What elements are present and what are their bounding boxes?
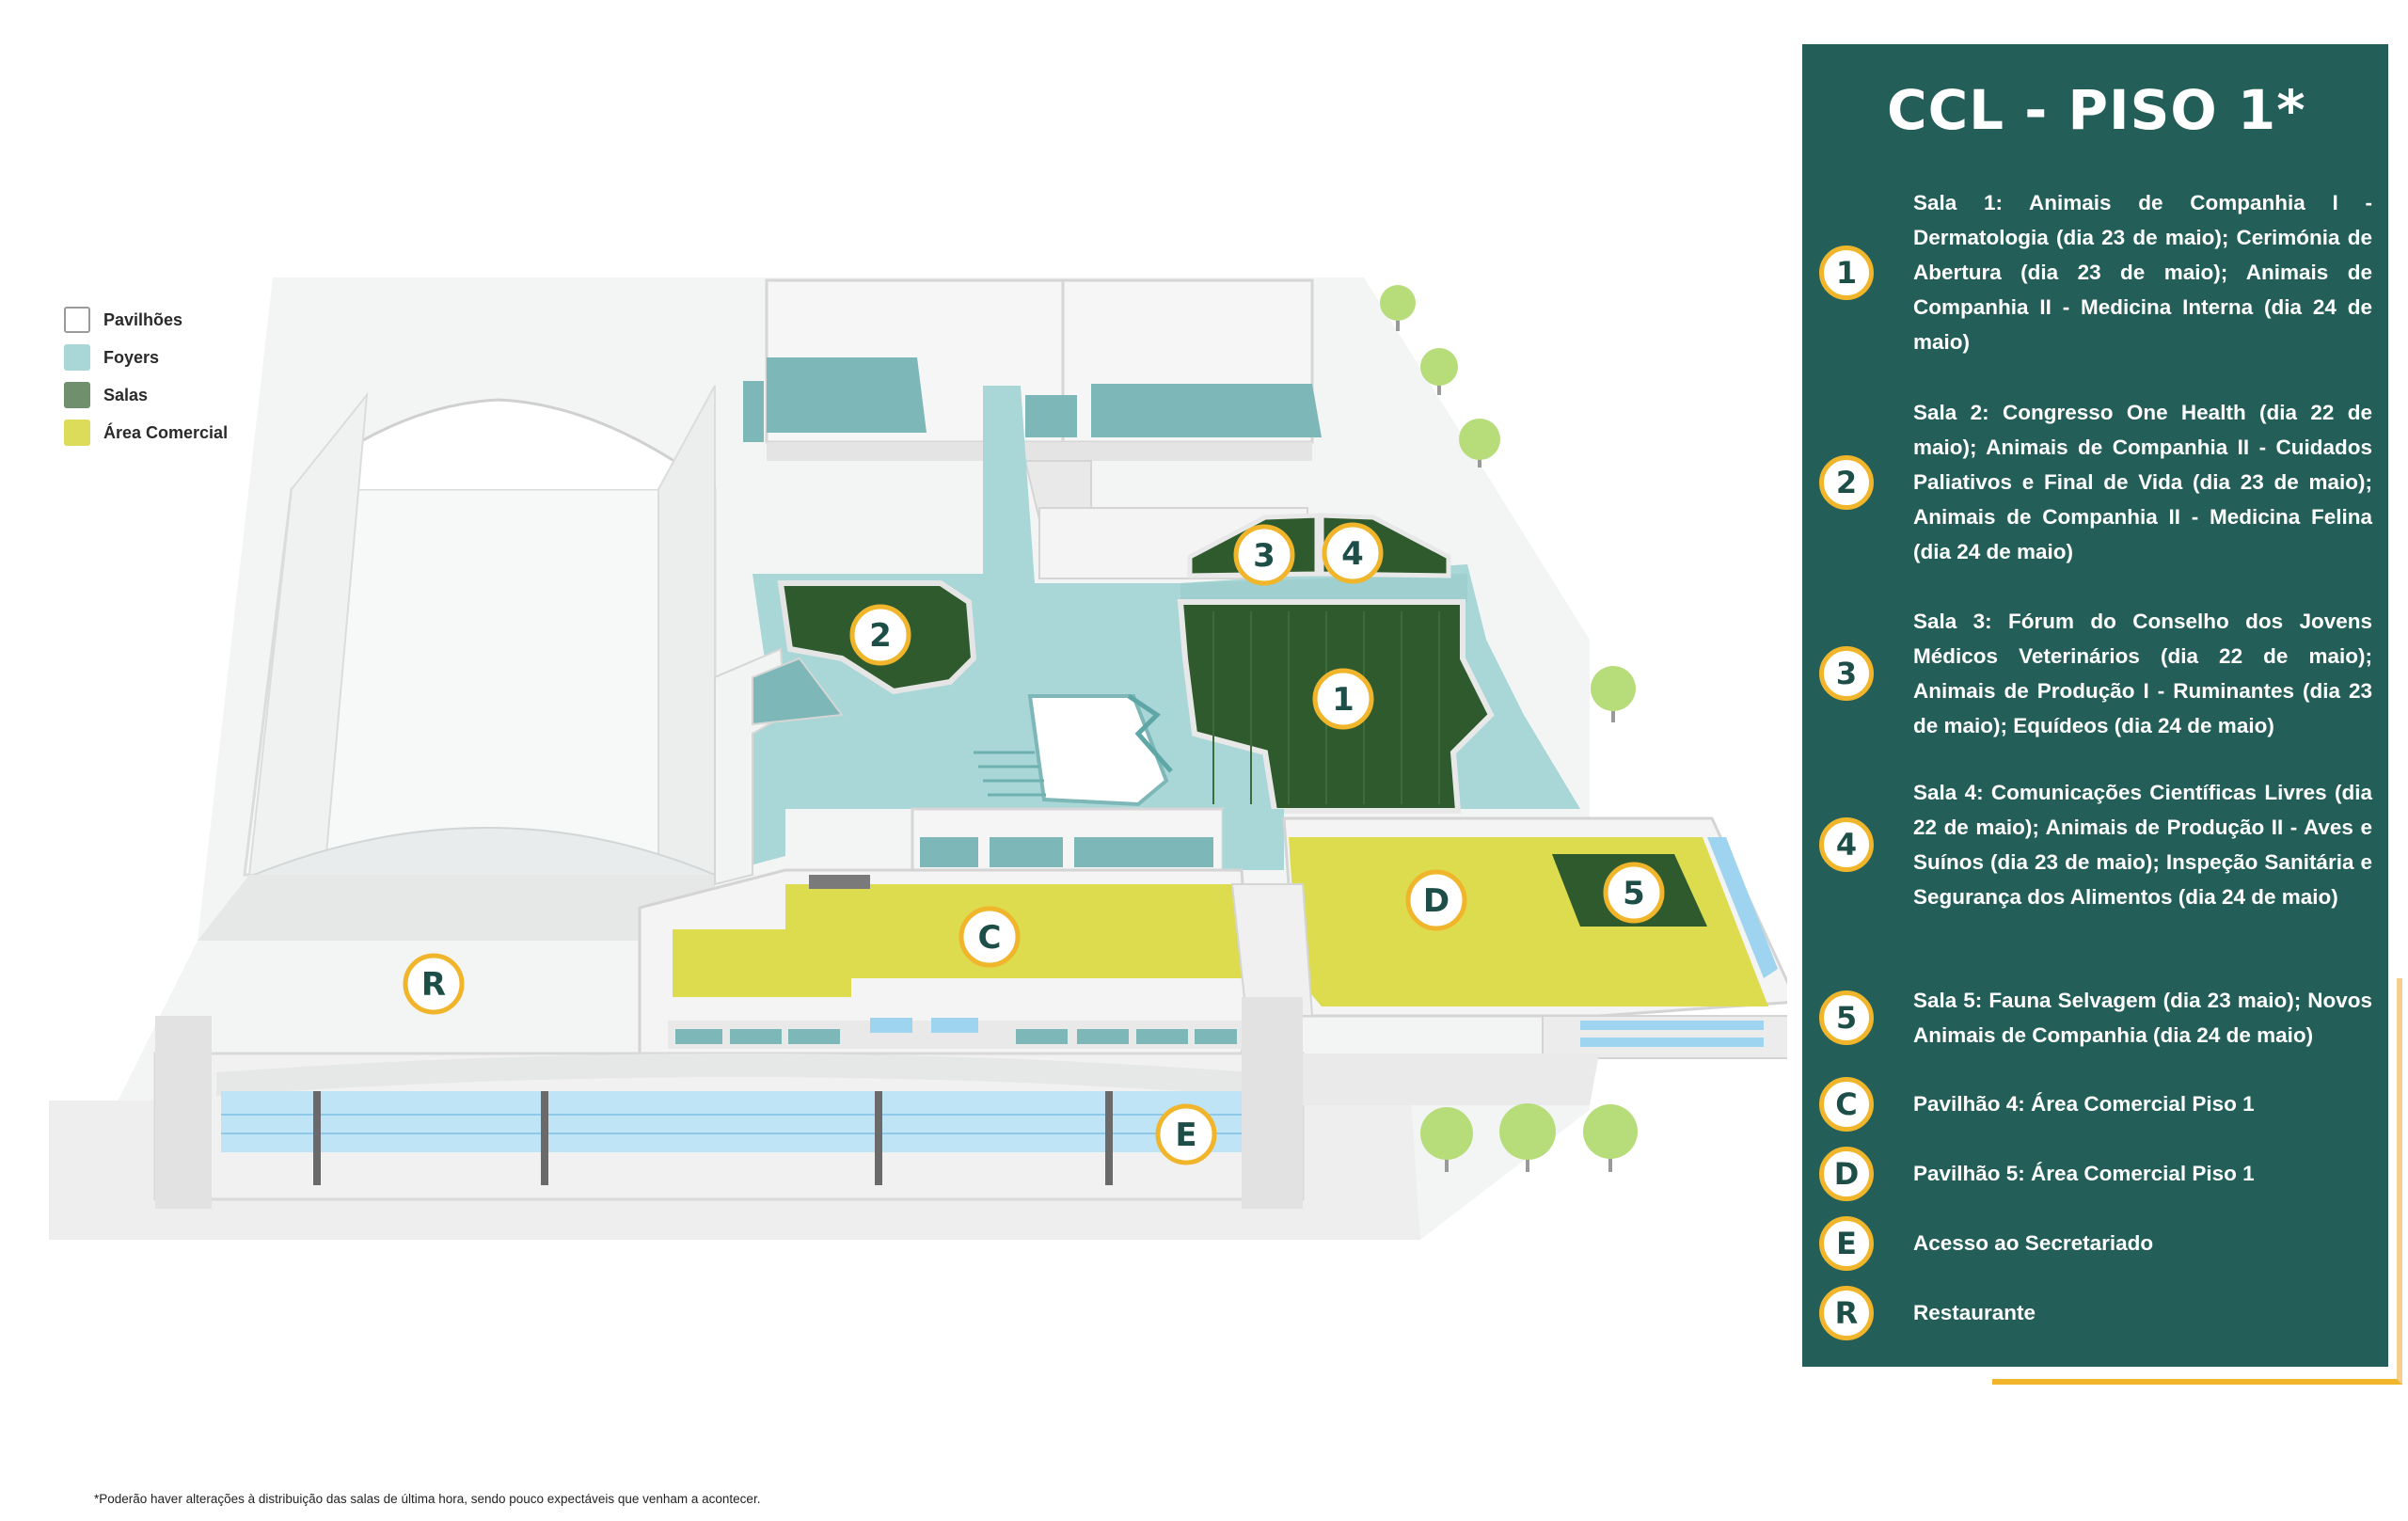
entry-marker: E <box>1819 1216 1874 1271</box>
pavilion-4 <box>638 868 1253 1055</box>
legend-entry-sala-4: 4 Sala 4: Comunicações Científicas Livre… <box>1819 775 2372 914</box>
tree <box>1583 1104 1638 1172</box>
courtyard <box>974 693 1173 807</box>
front-gallery <box>153 997 1599 1209</box>
legend-swatch <box>64 344 90 371</box>
marker-d-label: D <box>1423 882 1450 920</box>
entry-text: Sala 2: Congresso One Health (dia 22 de … <box>1913 401 2372 563</box>
marker-e-label: E <box>1175 1117 1196 1154</box>
legend-swatch <box>64 382 90 408</box>
legend-item-salas: Salas <box>64 376 228 414</box>
legend-label: Área Comercial <box>103 422 229 442</box>
legend-entry-pavilhao-5: D Pavilhão 5: Área Comercial Piso 1 <box>1819 1147 2372 1201</box>
marker-c-label: C <box>978 919 1002 957</box>
tree <box>1591 666 1636 722</box>
marker-1-label: 1 <box>1332 681 1354 719</box>
marker-4-label: 4 <box>1341 535 1364 573</box>
legend-item-area-comercial: Área Comercial <box>64 414 228 452</box>
legend-label: Salas <box>103 385 149 404</box>
pavilion-left <box>198 385 717 941</box>
entry-text: Restaurante <box>1913 1301 2036 1324</box>
marker-2-label: 2 <box>869 617 892 655</box>
entry-text: Pavilhão 5: Área Comercial Piso 1 <box>1913 1162 2255 1185</box>
marker-4[interactable]: 4 <box>1322 522 1384 584</box>
marker-e[interactable]: E <box>1155 1103 1217 1165</box>
entry-marker: 4 <box>1819 817 1874 872</box>
legend-item-pavilhoes: Pavilhões <box>64 301 228 339</box>
legend-entry-sala-2: 2 Sala 2: Congresso One Health (dia 22 d… <box>1819 395 2372 569</box>
floor-map: 1 2 3 4 5 C D E R <box>49 277 1787 1240</box>
connector-block <box>1230 883 1314 1017</box>
entry-text: Sala 5: Fauna Selvagem (dia 23 maio); No… <box>1913 989 2372 1047</box>
wall-block-sala2-foyer <box>752 657 844 726</box>
entry-marker: R <box>1819 1286 1874 1340</box>
marker-r-label: R <box>421 966 446 1004</box>
entry-marker: 1 <box>1819 245 1874 300</box>
entry-text: Acesso ao Secretariado <box>1913 1231 2154 1255</box>
marker-1[interactable]: 1 <box>1312 668 1374 730</box>
legend-entry-pavilhao-4: C Pavilhão 4: Área Comercial Piso 1 <box>1819 1077 2372 1132</box>
legend-label: Foyers <box>103 347 160 367</box>
tree <box>1459 419 1500 467</box>
legend-entry-sala-1: 1 Sala 1: Animais de Companhia I - Derma… <box>1819 185 2372 359</box>
marker-c[interactable]: C <box>958 906 1021 968</box>
legend-label: Pavilhões <box>103 309 183 329</box>
entry-marker: D <box>1819 1147 1874 1201</box>
legend-item-foyers: Foyers <box>64 339 228 376</box>
lower-rooms-row <box>911 807 1284 872</box>
footnote: *Poderão haver alterações à distribuição… <box>94 1492 761 1506</box>
legend-swatch <box>64 307 90 333</box>
tree <box>1420 1107 1473 1172</box>
panel-title: CCL - PISO 1* <box>1887 78 2306 142</box>
marker-3-label: 3 <box>1253 537 1275 575</box>
entry-text: Sala 3: Fórum do Conselho dos Jovens Méd… <box>1913 610 2372 737</box>
legend-entry-sala-3: 3 Sala 3: Fórum do Conselho dos Jovens M… <box>1819 604 2372 743</box>
legend-swatch <box>64 420 90 446</box>
legend-entry-secretariado: E Acesso ao Secretariado <box>1819 1216 2372 1271</box>
entry-text: Pavilhão 4: Área Comercial Piso 1 <box>1913 1092 2255 1116</box>
tree <box>1380 285 1416 331</box>
info-panel: CCL - PISO 1* 1 Sala 1: Animais de Compa… <box>1802 44 2388 1367</box>
trees <box>1380 285 1638 1172</box>
tree <box>1420 348 1458 395</box>
legend-entry-sala-5: 5 Sala 5: Fauna Selvagem (dia 23 maio); … <box>1819 983 2372 1053</box>
marker-5[interactable]: 5 <box>1603 862 1665 924</box>
entry-marker: 5 <box>1819 990 1874 1045</box>
legend-entry-restaurante: R Restaurante <box>1819 1286 2372 1340</box>
marker-5-label: 5 <box>1623 875 1645 912</box>
marker-2[interactable]: 2 <box>849 604 911 666</box>
entry-marker: 3 <box>1819 646 1874 701</box>
entry-marker: C <box>1819 1077 1874 1132</box>
entry-text: Sala 1: Animais de Companhia I - Dermato… <box>1913 191 2372 354</box>
marker-r[interactable]: R <box>403 953 465 1015</box>
marker-3[interactable]: 3 <box>1233 524 1295 586</box>
marker-d[interactable]: D <box>1405 869 1467 931</box>
map-legend: Pavilhões Foyers Salas Área Comercial <box>64 301 228 452</box>
entry-text: Sala 4: Comunicações Científicas Livres … <box>1913 781 2372 909</box>
tree <box>1499 1103 1556 1172</box>
entry-marker: 2 <box>1819 454 1874 510</box>
panel-accent-frame <box>1992 978 2402 1385</box>
